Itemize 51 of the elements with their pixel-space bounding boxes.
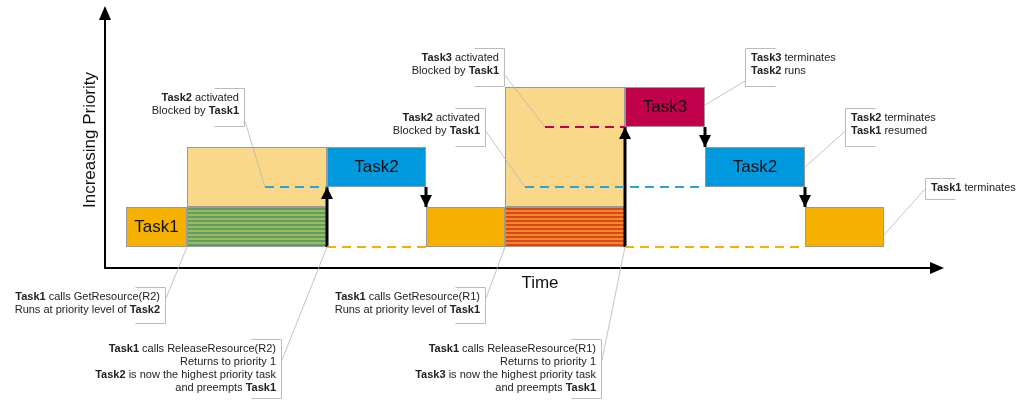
leader-line [281, 246, 328, 361]
priority-area [187, 147, 327, 207]
task-bar: Task1 [126, 207, 187, 247]
callout-text: Task1 calls ReleaseResource(R2) [107, 342, 276, 355]
axis-label: Time [521, 273, 559, 293]
arrow [699, 127, 711, 147]
callout-text: Task3 terminates [751, 51, 837, 64]
dashed-line [544, 126, 626, 128]
callout-text: Task2 activated [160, 91, 239, 104]
dashed-line [264, 186, 328, 188]
leader-line [804, 131, 846, 168]
callout-text: Task3 activated [420, 51, 499, 64]
task-bar: Task3 [625, 87, 705, 127]
priority-area [505, 87, 625, 207]
arrow [619, 127, 631, 247]
callout-text: Runs at priority level of Task2 [13, 303, 160, 316]
callout-text: Task1 terminates [931, 181, 1017, 194]
leader-line [883, 188, 926, 236]
hatched-bar [505, 207, 625, 247]
callout-text: Task2 runs [751, 64, 807, 77]
task-bar: Task2 [327, 147, 426, 187]
leader-line [504, 74, 546, 128]
task-bar: Task2 [705, 147, 805, 187]
callout-text: Returns to priority 1 [499, 355, 596, 368]
callout-text: Task2 activated [401, 111, 480, 124]
task-bar [805, 207, 884, 247]
arrow [799, 187, 811, 207]
task-bar [426, 207, 505, 247]
leader-line [485, 246, 506, 299]
axis-label: Increasing Priority [80, 71, 100, 209]
leader-line [244, 120, 266, 188]
arrow [321, 187, 333, 247]
leader-line [704, 80, 746, 106]
callout-text: Task3 is now the highest priority task and preempts Task1 [414, 368, 596, 394]
leader-line [601, 246, 626, 361]
arrow [420, 187, 432, 207]
leader-line [165, 246, 188, 299]
callout-text: Blocked by Task1 [391, 124, 480, 137]
callout-text: Task1 calls GetResource(R1) [334, 290, 480, 303]
callout-text: Returns to priority 1 [179, 355, 276, 368]
callout-text: Blocked by Task1 [150, 104, 239, 117]
callout-text: Task1 resumed [851, 124, 929, 137]
callout-text: Blocked by Task1 [410, 64, 499, 77]
dashed-line [326, 246, 427, 248]
callout-text: Runs at priority level of Task1 [333, 303, 480, 316]
callout-text: Task1 calls ReleaseResource(R1) [427, 342, 596, 355]
hatched-bar [187, 207, 327, 247]
callout-text: Task2 is now the highest priority task and preempts Task1 [94, 368, 276, 394]
callout-text: Task1 calls GetResource(R2) [14, 290, 160, 303]
callout-text: Task2 terminates [851, 111, 937, 124]
leader-line [485, 131, 526, 188]
